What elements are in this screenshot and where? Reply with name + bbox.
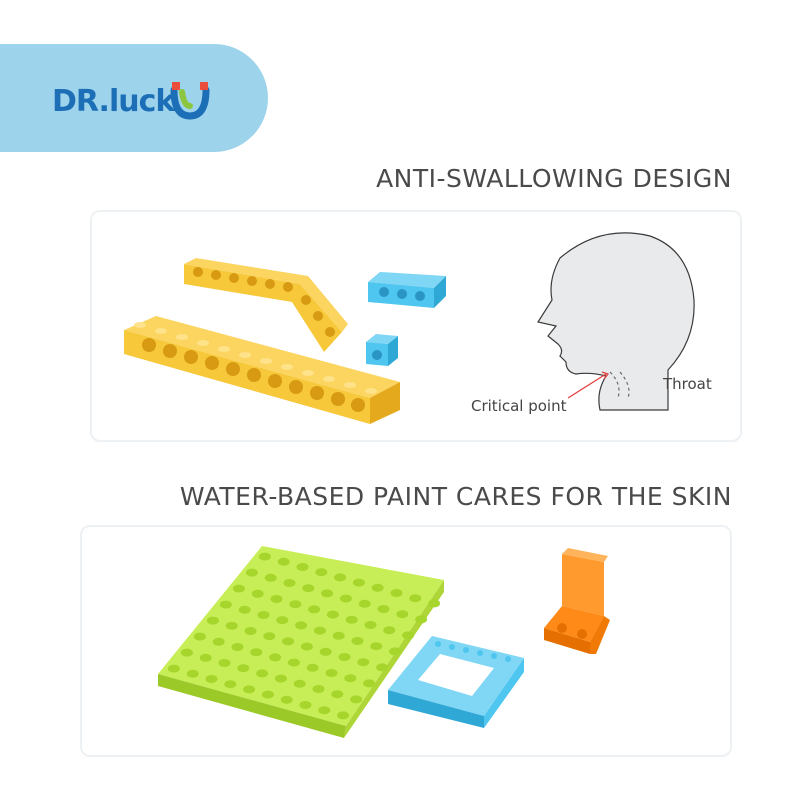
plate-stud — [219, 600, 232, 609]
plate-stud — [205, 675, 218, 683]
plate-stud — [313, 626, 326, 635]
plate-stud — [295, 621, 308, 630]
plate-stud — [224, 680, 237, 689]
long-yellow-beam — [124, 316, 400, 424]
plate-stud — [238, 605, 251, 614]
plate-stud — [321, 589, 334, 598]
critical-point-label: Critical point — [471, 397, 567, 415]
plate-stud — [251, 589, 264, 598]
plate-stud — [326, 610, 339, 619]
plate-stud — [261, 690, 274, 699]
brand-logo-text: DR.luck — [52, 84, 175, 119]
plate-stud — [402, 631, 415, 640]
orange-bracket — [544, 548, 610, 654]
plate-stud — [357, 658, 370, 667]
plate-stud — [337, 711, 350, 720]
plate-stud — [287, 658, 300, 667]
plate-stud — [257, 611, 270, 619]
plate-stud — [293, 679, 306, 688]
plate-stud — [300, 642, 313, 651]
plate-stud — [319, 647, 332, 656]
plate-stud — [409, 594, 422, 603]
plate-stud — [389, 647, 402, 656]
plate-stud — [274, 674, 287, 683]
plate-stud — [299, 701, 312, 709]
plate-stud — [277, 557, 290, 566]
throat-label: Throat — [663, 375, 712, 393]
plate-stud — [377, 605, 390, 613]
plate-stud — [193, 632, 206, 641]
plate-stud — [282, 637, 295, 646]
plate-stud — [283, 579, 296, 587]
plate-stud — [270, 595, 283, 603]
plate-stud — [206, 616, 219, 625]
plate-stud — [352, 578, 365, 587]
plate-stud — [296, 563, 309, 571]
plate-stud — [237, 664, 250, 673]
plate-stud — [243, 685, 256, 694]
section-title-anti-swallowing: ANTI-SWALLOWING DESIGN — [376, 164, 732, 193]
plate-stud — [269, 653, 282, 662]
plate-stud — [186, 669, 199, 678]
plate-stud — [415, 615, 428, 624]
plate-stud — [370, 642, 383, 651]
plate-stud — [331, 690, 344, 699]
plate-stud — [334, 573, 347, 582]
plate-stud — [212, 637, 225, 646]
plate-stud — [371, 583, 384, 592]
plate-stud — [276, 616, 289, 625]
blue-brick-small — [366, 334, 398, 366]
blue-square-frame — [388, 636, 524, 728]
blue-brick-large — [368, 272, 446, 308]
plate-stud — [289, 600, 302, 609]
plate-stud — [302, 584, 315, 593]
logo-banner — [0, 44, 268, 152]
plate-stud — [363, 679, 376, 688]
plate-stud — [250, 648, 263, 657]
plate-stud — [231, 643, 244, 651]
logo-mark-icon — [170, 82, 210, 120]
plate-stud — [344, 674, 357, 683]
plate-stud — [306, 663, 319, 672]
plate-stud — [264, 573, 277, 582]
plate-stud — [280, 695, 293, 704]
plate-stud — [338, 653, 351, 661]
plate-stud — [245, 568, 258, 577]
plate-stud — [390, 589, 403, 597]
plate-stud — [312, 685, 325, 693]
plate-stud — [364, 621, 377, 629]
plate-stud — [258, 552, 271, 561]
plate-stud — [263, 632, 276, 641]
plate-stud — [376, 663, 389, 672]
plate-stud — [180, 648, 193, 657]
plate-stud — [383, 626, 396, 635]
plate-stud — [256, 669, 269, 678]
plate-stud — [339, 594, 352, 603]
plate-stud — [199, 653, 212, 662]
plate-stud — [218, 659, 231, 667]
plate-stud — [318, 706, 331, 715]
plate-stud — [345, 615, 358, 624]
section-title-water-based-paint: WATER-BASED PAINT CARES FOR THE SKIN — [179, 482, 732, 511]
lime-base-plate — [158, 546, 444, 738]
plate-stud — [428, 599, 441, 608]
head-profile-icon — [537, 232, 695, 411]
plate-stud — [351, 637, 364, 645]
bent-yellow-beam — [184, 258, 348, 352]
plate-stud — [325, 669, 338, 677]
plate-stud — [225, 621, 238, 630]
plate-stud — [232, 584, 245, 593]
plate-stud — [350, 695, 363, 704]
plate-stud — [308, 605, 321, 614]
plate-stud — [396, 610, 409, 619]
plate-stud — [358, 599, 371, 608]
plate-stud — [244, 627, 257, 635]
plate-stud — [167, 664, 180, 673]
plate-stud — [315, 568, 328, 577]
plate-stud — [332, 631, 345, 640]
